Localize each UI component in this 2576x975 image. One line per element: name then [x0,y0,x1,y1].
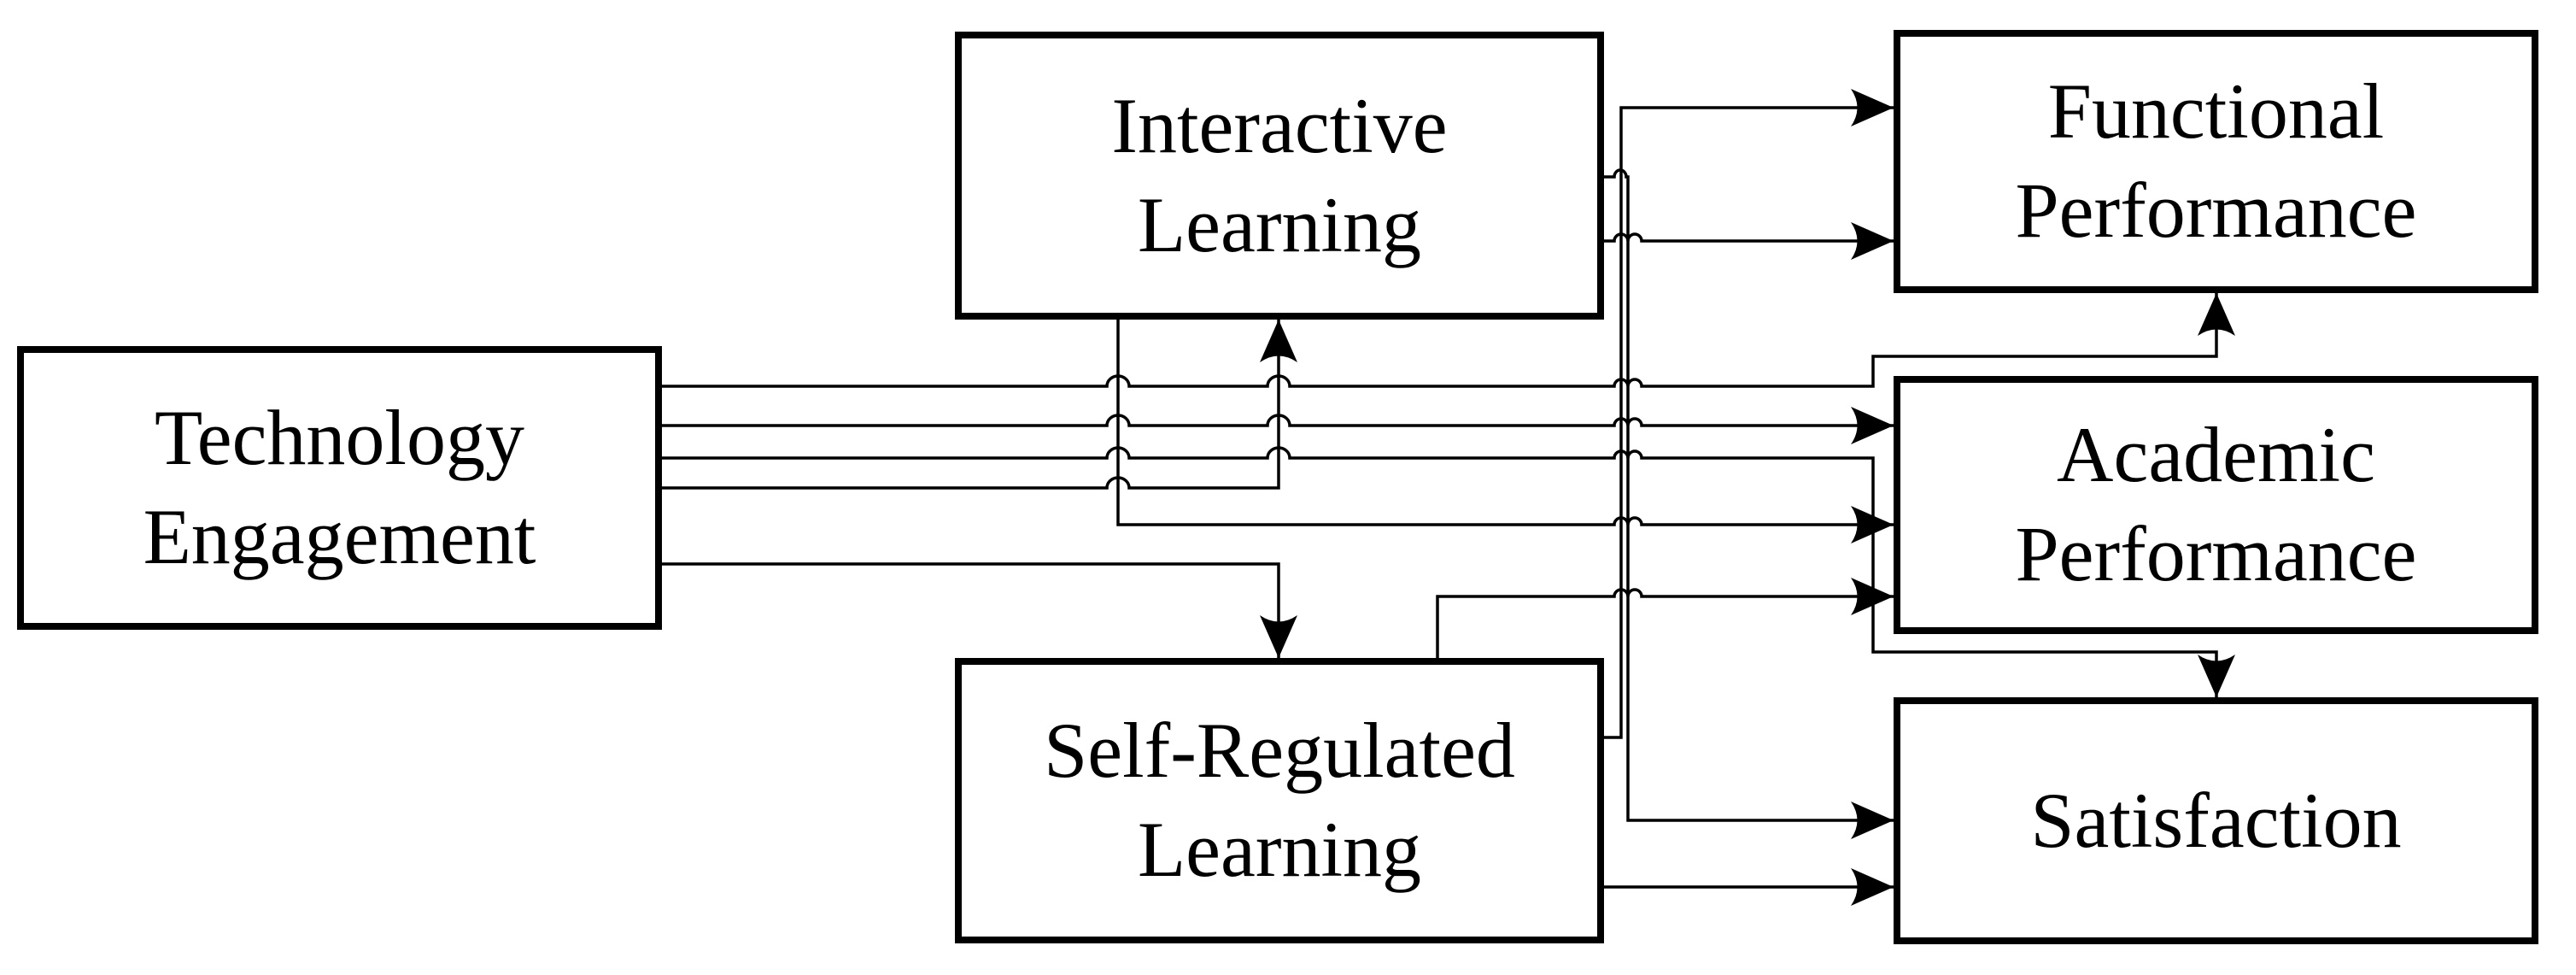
node-label-line: Learning [1137,180,1422,268]
edge-self-regulated-learning-to-functional-performance [1604,89,1894,739]
edge-interactive-learning-to-academic-performance [1116,320,1894,543]
node-interactive-learning: Interactive Learning [955,32,1604,320]
node-academic-performance: Academic Performance [1894,376,2538,634]
node-label-line: Learning [1137,806,1422,893]
node-label-line: Performance [2015,167,2417,254]
node-label-line: Academic [2057,411,2375,499]
edge-technology-engagement-to-academic-performance [662,407,1894,444]
edge-technology-engagement-to-satisfaction [662,446,2235,697]
node-satisfaction: Satisfaction [1894,697,2538,944]
node-label-line: Performance [2015,510,2417,597]
edge-technology-engagement-to-self-regulated-learning [662,562,1297,658]
edge-interactive-learning-to-functional-performance [1604,222,1894,260]
node-label-line: Satisfaction [2030,776,2402,864]
node-label-line: Functional [2047,68,2385,156]
node-technology-engagement: Technology Engagement [17,346,662,630]
node-functional-performance: Functional Performance [1894,30,2538,293]
edge-interactive-learning-to-satisfaction [1604,168,1894,839]
node-label-line: Self-Regulated [1044,707,1515,795]
node-self-regulated-learning: Self-Regulated Learning [955,658,1604,943]
node-label-line: Engagement [143,493,536,580]
node-label-line: Technology [154,394,524,482]
edge-self-regulated-learning-to-academic-performance [1436,578,1894,658]
edge-technology-engagement-to-functional-performance [662,293,2235,388]
node-label-line: Interactive [1111,81,1448,169]
edge-technology-engagement-to-interactive-learning [662,320,1297,490]
